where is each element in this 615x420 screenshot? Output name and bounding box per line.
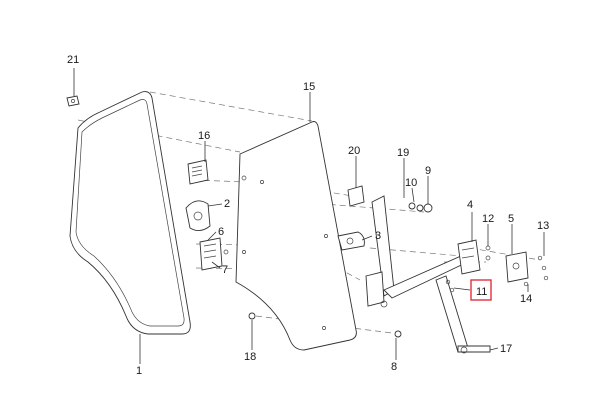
callout-10: 10 [405,177,417,189]
callout-17: 17 [500,343,512,355]
callout-18: 18 [244,351,256,363]
callout-15: 15 [303,81,315,93]
part-5-bracket [505,251,529,283]
part-15-glass [235,121,357,351]
part-21-clip [66,95,80,107]
part-9-10-19-fasteners [408,202,433,213]
callout-5: 5 [508,213,514,225]
callout-12: 12 [482,213,494,225]
callout-3: 3 [375,230,381,242]
callout-1: 1 [136,365,142,377]
part-4-motor-mount [457,239,481,275]
callout-13: 13 [537,220,549,232]
part-16-bracket [187,159,209,185]
callout-2: 2 [224,198,230,210]
callouts: 1 2 3 4 5 6 7 8 9 10 11 12 13 14 15 16 1… [67,54,549,377]
part-8-18-pins [248,312,402,338]
callout-20: 20 [348,145,360,157]
callout-21: 21 [67,54,79,66]
part-11-12-hardware [445,245,491,293]
callout-6: 6 [218,226,224,238]
part-17-regulator [365,195,491,354]
leader-lines [73,68,545,364]
callout-14: 14 [520,293,532,305]
part-1-door-seal [69,91,191,335]
highlight-box-callout-11 [470,279,492,301]
part-20-bracket [347,185,365,207]
part-2-guide [185,200,211,231]
callout-19: 19 [397,147,409,159]
callout-8: 8 [391,361,397,373]
callout-9: 9 [425,165,431,177]
callout-11: 11 [476,286,487,298]
callout-4: 4 [467,199,473,211]
callout-16: 16 [198,130,210,142]
part-3-plate [337,231,365,251]
part-6-7-bracket [199,237,229,271]
callout-7: 7 [222,264,228,276]
